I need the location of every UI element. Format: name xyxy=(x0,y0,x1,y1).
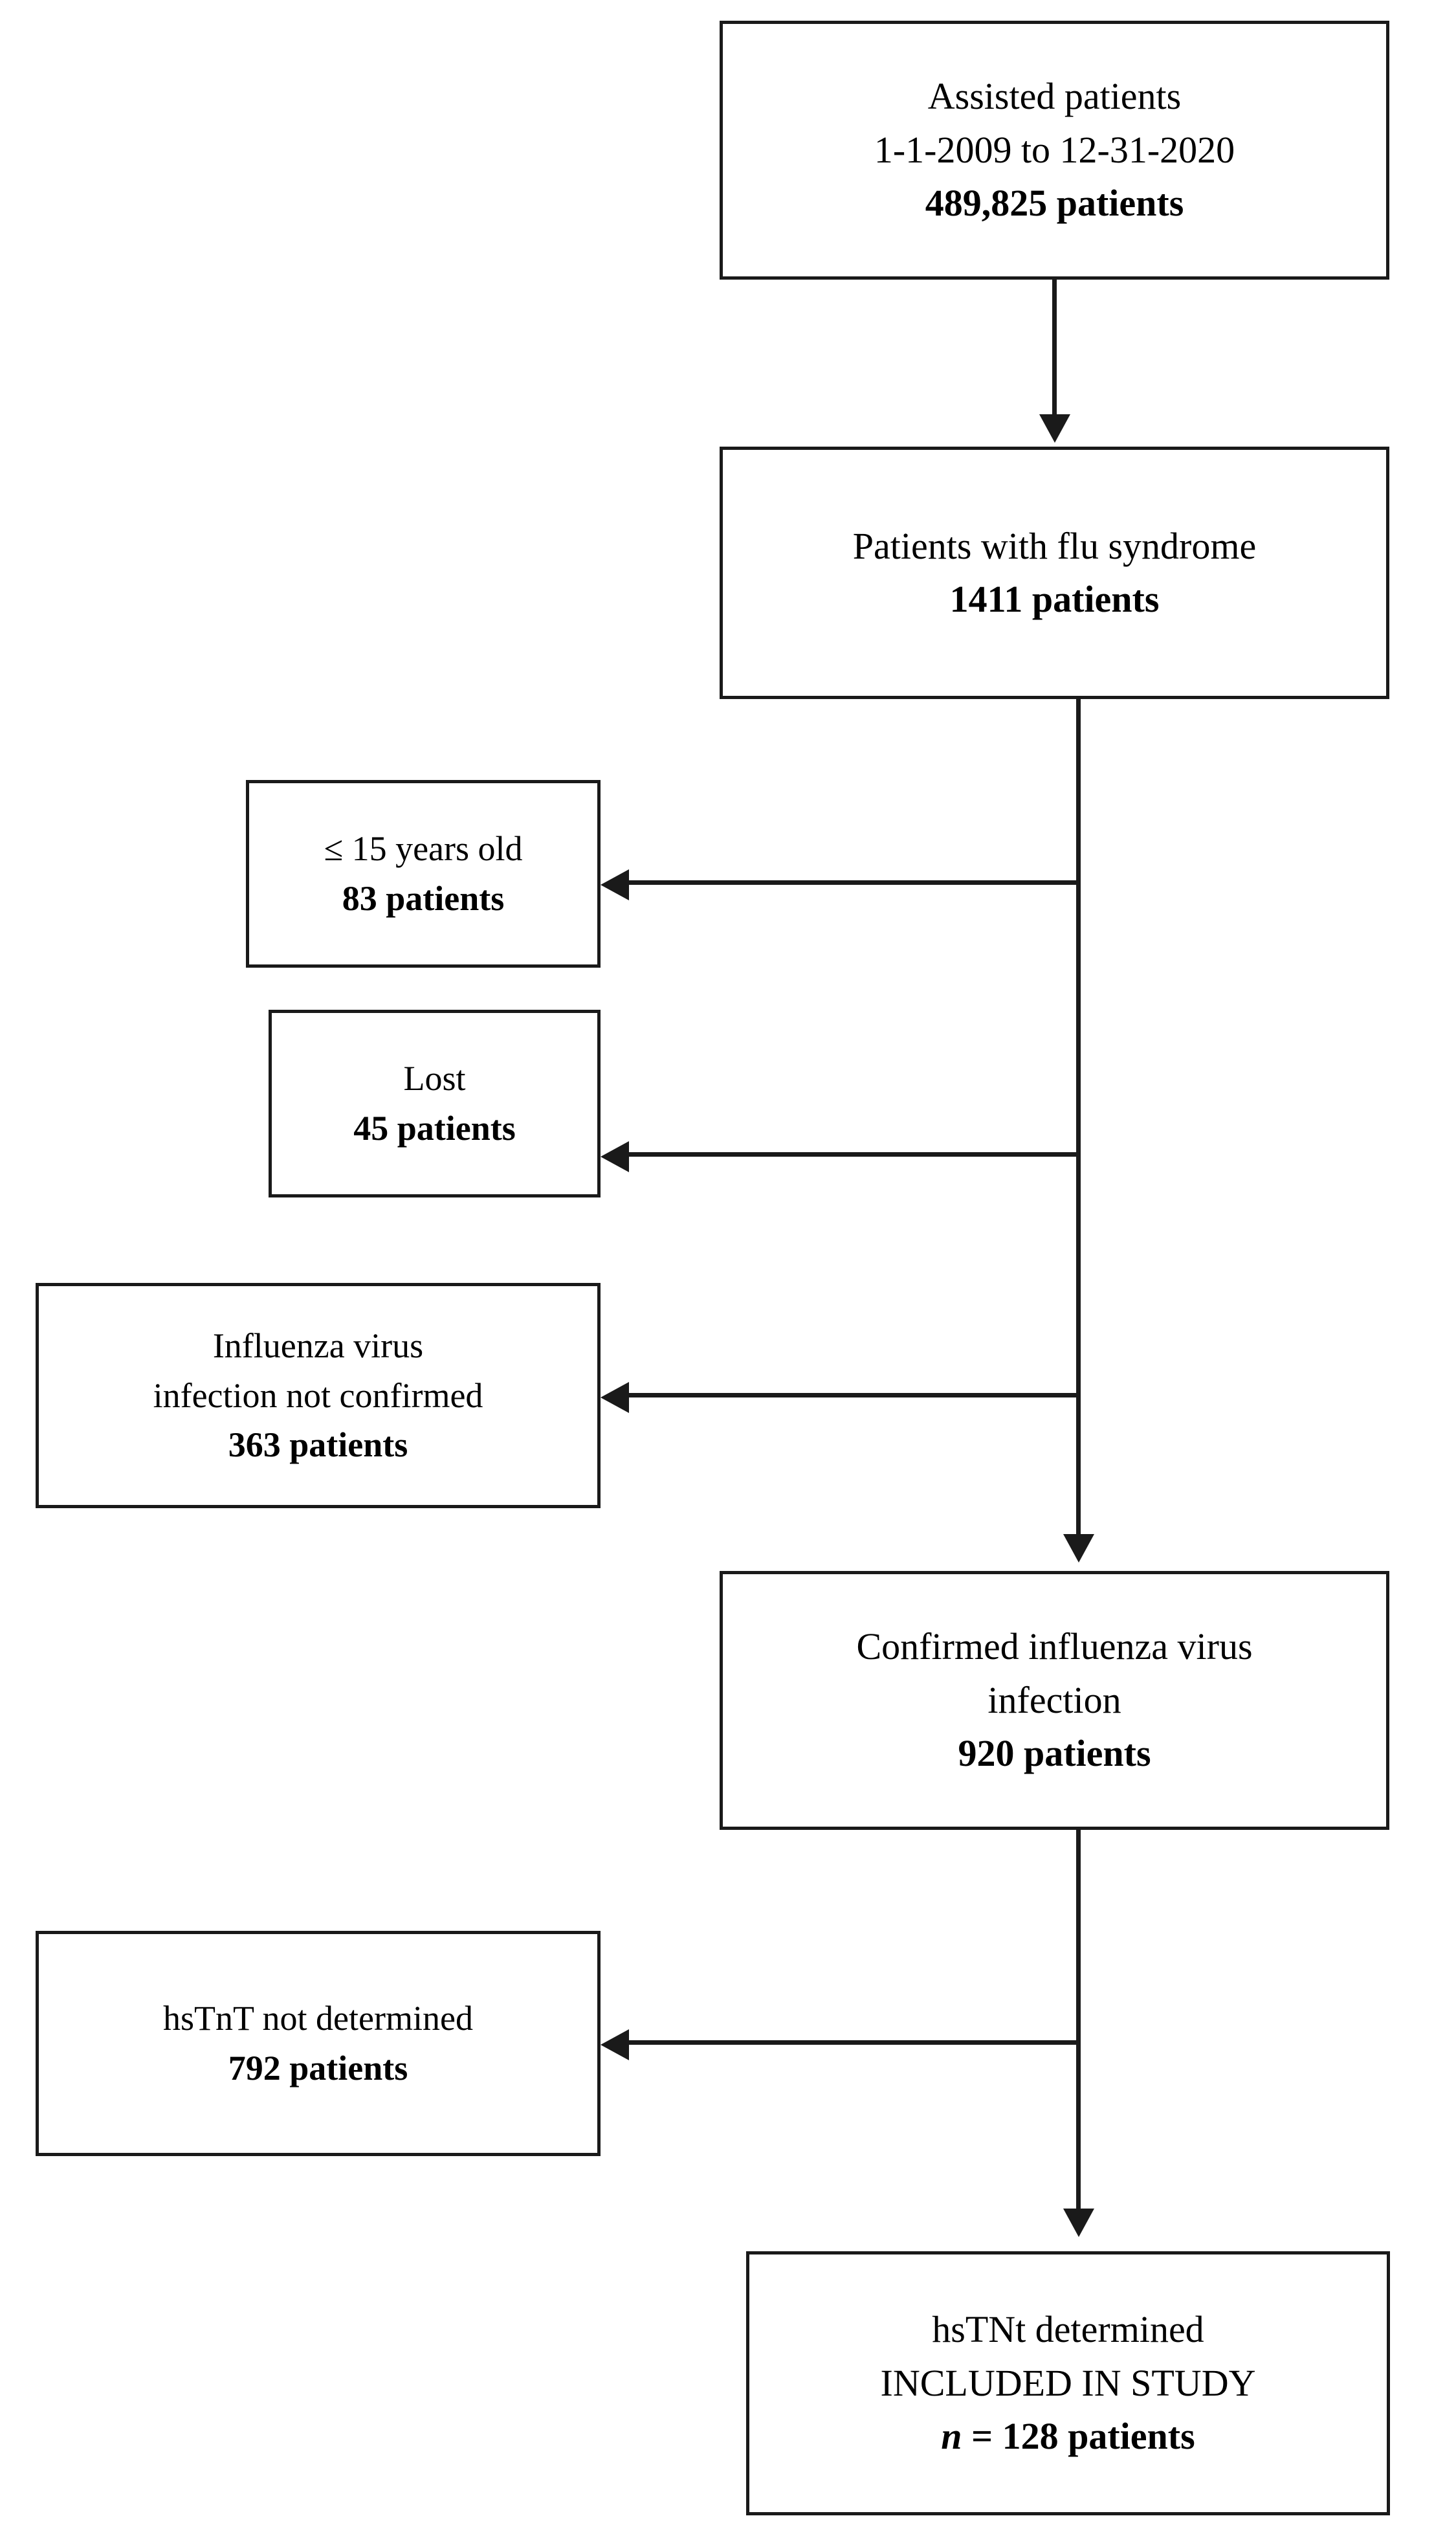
node-confirmed-line-2: infection xyxy=(987,1678,1121,1721)
node-notconfirmed-line-2: infection not confirmed xyxy=(153,1375,483,1415)
edge-flu-to-notconfirmed-arrowhead xyxy=(601,1382,629,1413)
node-confirmed-line-1: Confirmed influenza virus xyxy=(856,1625,1253,1668)
node-included-n-symbol: n xyxy=(941,2415,962,2458)
node-flu-syndrome: Patients with flu syndrome 1411 patients xyxy=(720,447,1389,699)
node-included-in-study: hsTNt determined INCLUDED IN STUDY n = 1… xyxy=(746,2251,1390,2515)
node-assisted-line-3: 489,825 patients xyxy=(925,182,1184,225)
node-assisted-line-2: 1-1-2009 to 12-31-2020 xyxy=(874,128,1235,171)
edge-confirmed-to-hstnt-arrowhead xyxy=(601,2029,629,2060)
node-excluded-hstnt-not-determined: hsTnT not determined 792 patients xyxy=(36,1931,601,2156)
node-confirmed-influenza: Confirmed influenza virus infection 920 … xyxy=(720,1571,1389,1830)
edge-flu-to-age-line xyxy=(629,880,1078,885)
edge-assisted-to-flu-line xyxy=(1052,280,1057,418)
node-flu-line-2: 1411 patients xyxy=(949,578,1160,620)
main-trunk-line-lower xyxy=(1076,1830,1081,2212)
node-flu-line-1: Patients with flu syndrome xyxy=(852,524,1257,567)
node-included-line-2: INCLUDED IN STUDY xyxy=(880,2361,1256,2404)
node-assisted-patients: Assisted patients 1-1-2009 to 12-31-2020… xyxy=(720,21,1389,280)
node-included-line-3: n = 128 patients xyxy=(941,2410,1195,2463)
node-notconfirmed-line-1: Influenza virus xyxy=(212,1326,424,1365)
edge-assisted-to-flu-arrowhead xyxy=(1039,414,1070,443)
node-excluded-age: ≤ 15 years old 83 patients xyxy=(246,780,601,968)
node-included-n-value: = 128 patients xyxy=(962,2415,1195,2458)
edge-flu-to-confirmed-arrowhead xyxy=(1063,1534,1094,1563)
node-included-line-1: hsTNt determined xyxy=(932,2308,1204,2351)
node-assisted-line-1: Assisted patients xyxy=(927,75,1182,118)
node-age-line-2: 83 patients xyxy=(342,879,505,918)
node-lost-line-2: 45 patients xyxy=(353,1109,516,1148)
edge-confirmed-to-included-arrowhead xyxy=(1063,2209,1094,2237)
node-hstnt-line-2: 792 patients xyxy=(228,2049,408,2087)
edge-confirmed-to-hstnt-line xyxy=(629,2040,1078,2045)
edge-flu-to-age-arrowhead xyxy=(601,869,629,900)
node-hstnt-line-1: hsTnT not determined xyxy=(163,1999,473,2038)
node-age-line-1: ≤ 15 years old xyxy=(324,829,523,869)
node-notconfirmed-line-3: 363 patients xyxy=(228,1425,408,1465)
node-excluded-infection-not-confirmed: Influenza virus infection not confirmed … xyxy=(36,1283,601,1508)
node-excluded-lost: Lost 45 patients xyxy=(269,1010,601,1197)
edge-flu-to-notconfirmed-line xyxy=(629,1393,1078,1397)
edge-flu-to-lost-line xyxy=(629,1152,1078,1157)
edge-flu-to-lost-arrowhead xyxy=(601,1141,629,1172)
node-confirmed-line-3: 920 patients xyxy=(958,1732,1151,1775)
main-trunk-line-upper xyxy=(1076,699,1081,1537)
node-lost-line-1: Lost xyxy=(403,1059,466,1098)
